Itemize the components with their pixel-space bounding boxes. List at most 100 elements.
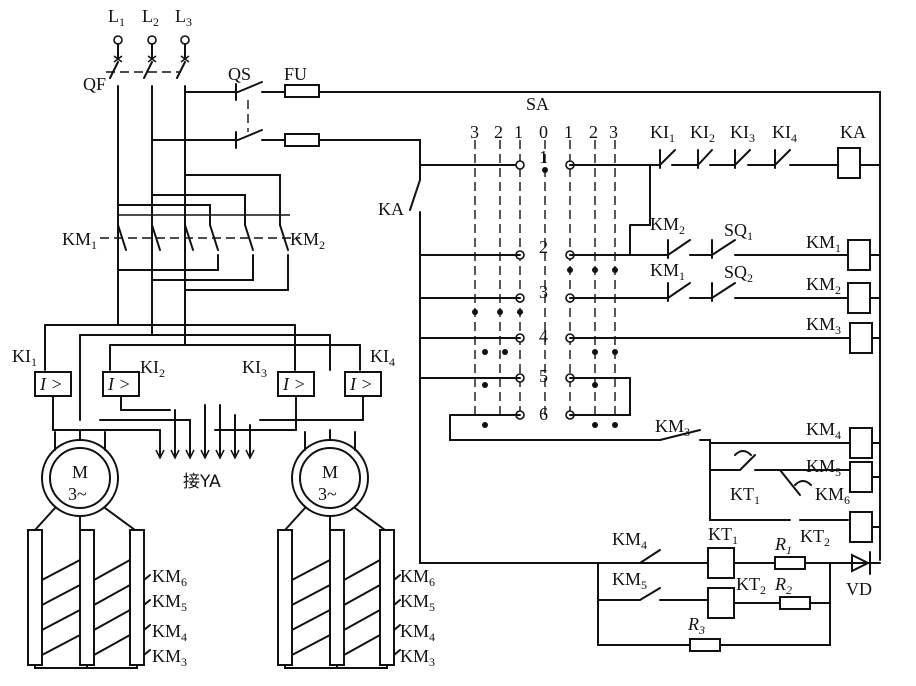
relay-bus (44, 299, 361, 421)
svg-text:KT1: KT1 (708, 524, 738, 547)
svg-text:R2: R2 (774, 574, 792, 597)
svg-text:KM1: KM1 (62, 229, 97, 252)
svg-text:KM3: KM3 (152, 646, 187, 669)
master-switch-SA (419, 140, 851, 441)
svg-text:KM6: KM6 (152, 566, 187, 589)
svg-text:M: M (72, 462, 88, 482)
svg-text:M: M (322, 462, 338, 482)
svg-text:SQ1: SQ1 (724, 220, 753, 243)
timer-circuit (597, 547, 881, 652)
svg-text:KT1: KT1 (730, 484, 760, 507)
rung-KM2 (649, 282, 881, 314)
svg-text:KM5: KM5 (400, 591, 435, 614)
supply-terminals (113, 35, 190, 63)
svg-text:KA: KA (378, 199, 404, 219)
label-QF: QF (83, 74, 106, 94)
labels: L1 L2 L3 QF QS FU SA 3 2 1 0 1 2 3 1 2 3… (12, 6, 872, 669)
svg-text:KI1: KI1 (650, 122, 675, 145)
svg-text:KM1: KM1 (650, 260, 685, 283)
svg-text:KM3: KM3 (806, 314, 841, 337)
svg-text:1: 1 (514, 122, 523, 142)
rung-KM3 (849, 322, 881, 354)
svg-text:KI2: KI2 (140, 357, 165, 380)
svg-text:KM5: KM5 (612, 569, 647, 592)
svg-text:3~: 3~ (68, 484, 87, 504)
coil-KT1 (707, 547, 735, 579)
coil-KT2 (707, 587, 735, 619)
svg-text:KM2: KM2 (290, 229, 325, 252)
label-FU: FU (284, 64, 307, 84)
motor-right (284, 429, 386, 531)
svg-text:L1: L1 (108, 6, 125, 29)
svg-text:VD: VD (846, 579, 872, 599)
svg-text:I >: I > (107, 374, 131, 394)
label-SA: SA (526, 94, 549, 114)
svg-text:KA: KA (840, 122, 866, 142)
label-QS: QS (228, 64, 251, 84)
coil-KM3 (849, 322, 873, 354)
svg-text:5: 5 (539, 366, 548, 386)
coil-KA (837, 147, 861, 179)
svg-text:3: 3 (470, 122, 479, 142)
svg-text:KI4: KI4 (370, 346, 395, 369)
svg-text:SQ2: SQ2 (724, 262, 753, 285)
svg-text:KI2: KI2 (690, 122, 715, 145)
svg-text:L2: L2 (142, 6, 159, 29)
svg-text:1: 1 (564, 122, 573, 142)
svg-text:KM2: KM2 (650, 214, 685, 237)
svg-text:KM6: KM6 (400, 566, 435, 589)
coil-KM1 (847, 239, 871, 271)
svg-text:2: 2 (539, 237, 548, 257)
svg-text:KM2: KM2 (806, 274, 841, 297)
svg-text:KM4: KM4 (612, 529, 647, 552)
svg-text:KM4: KM4 (152, 621, 187, 644)
coil-KM2 (847, 282, 871, 314)
rung-KM4-KM6 (659, 427, 881, 543)
svg-text:L3: L3 (175, 6, 192, 29)
svg-text:3~: 3~ (318, 484, 337, 504)
coil-KM5 (849, 461, 873, 493)
reversing-contacts (100, 174, 300, 291)
svg-text:3: 3 (609, 122, 618, 142)
svg-text:3: 3 (539, 282, 548, 302)
svg-text:I >: I > (282, 374, 306, 394)
coil-KM4 (849, 427, 873, 459)
coil-KM6 (849, 511, 873, 543)
resistor-bank-right (277, 529, 401, 669)
svg-text:R1: R1 (774, 534, 792, 557)
svg-text:6: 6 (539, 404, 548, 424)
svg-text:KM6: KM6 (815, 484, 850, 507)
svg-text:1: 1 (539, 147, 548, 167)
svg-text:KT2: KT2 (800, 526, 830, 549)
svg-text:0: 0 (539, 122, 548, 142)
svg-text:KM3: KM3 (655, 416, 690, 439)
svg-text:KI4: KI4 (772, 122, 797, 145)
svg-text:KM3: KM3 (400, 646, 435, 669)
breaker-QF (106, 61, 186, 301)
svg-text:KI3: KI3 (242, 357, 267, 380)
rung-KA (649, 147, 881, 179)
svg-text:KM4: KM4 (400, 621, 435, 644)
resistor-bank-left (27, 529, 151, 669)
svg-text:KT2: KT2 (736, 574, 766, 597)
svg-text:KM5: KM5 (152, 591, 187, 614)
control-feed (151, 81, 881, 561)
svg-text:KI3: KI3 (730, 122, 755, 145)
svg-text:4: 4 (539, 326, 548, 346)
svg-text:2: 2 (589, 122, 598, 142)
relay-box-KI4 (344, 371, 382, 397)
svg-text:KM4: KM4 (806, 419, 841, 442)
svg-text:KM5: KM5 (806, 456, 841, 479)
svg-text:KM1: KM1 (806, 232, 841, 255)
svg-text:I >: I > (39, 374, 63, 394)
svg-text:R3: R3 (687, 614, 705, 637)
rung-KM1 (649, 239, 881, 271)
svg-text:KI1: KI1 (12, 346, 37, 369)
overcurrent-relays (34, 371, 382, 460)
KA-contact (409, 139, 746, 564)
svg-text:2: 2 (494, 122, 503, 142)
resistor-R2 (779, 596, 811, 610)
resistor-R3 (689, 638, 721, 652)
